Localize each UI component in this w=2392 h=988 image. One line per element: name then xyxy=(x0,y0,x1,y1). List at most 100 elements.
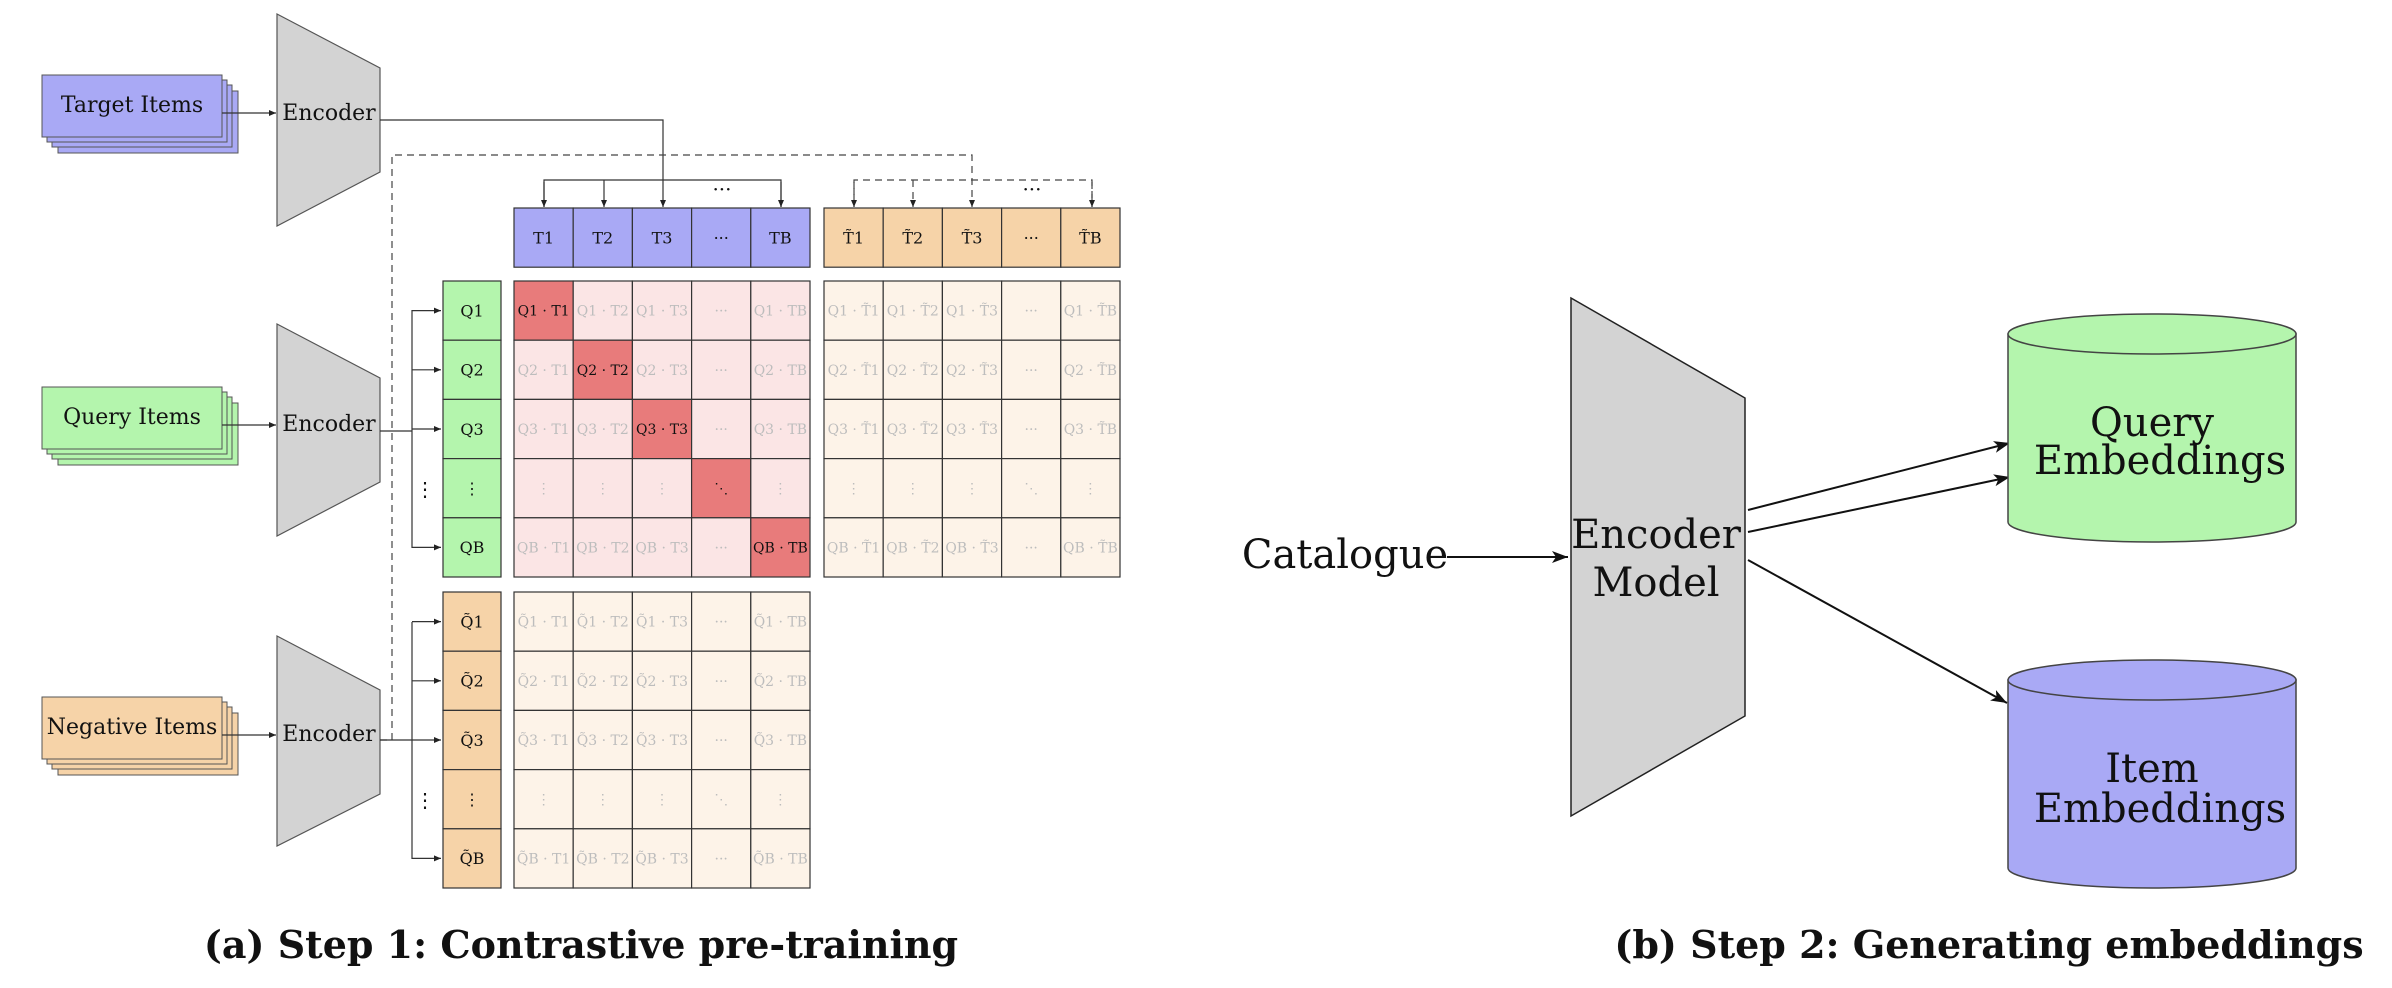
target-encoder-label: Encoder xyxy=(282,101,376,126)
neg-query-cell-label: Q̃1 xyxy=(460,612,483,631)
matrix-cell-label: ⋮ xyxy=(537,481,551,497)
diagonal-cell-label: Q2 · T2 xyxy=(577,363,629,379)
matrix-cell-label: ⋮ xyxy=(906,481,920,497)
matrix-cell-label: Q3 · T2 xyxy=(577,422,629,438)
matrix-cell-label: ⋮ xyxy=(655,792,669,808)
matrix-cell-label: ⋮ xyxy=(773,792,787,808)
matrix-cell-label: ⋮ xyxy=(596,481,610,497)
step1-caption: (a) Step 1: Contrastive pre-training xyxy=(204,922,958,967)
matrix-cell-label: QB · T3 xyxy=(635,540,688,556)
matrix-cell xyxy=(513,828,574,889)
matrix-cell-label: ⋱ xyxy=(714,792,728,808)
matrix-cell-label: ··· xyxy=(715,304,728,320)
neg-query-cell-label: ⋮ xyxy=(464,790,480,809)
target-items-label: Target Items xyxy=(61,93,203,118)
neg-target-header-cell-label: T̃3 xyxy=(962,228,983,247)
target-header-cell-label: TB xyxy=(769,228,791,247)
matrix-cell xyxy=(572,709,634,771)
matrix-cell-label: ··· xyxy=(1025,422,1038,438)
matrix-cell-label: QB · T̃2 xyxy=(886,539,939,557)
matrix-cell xyxy=(750,709,811,771)
matrix-cell-label: ··· xyxy=(715,733,728,749)
matrix-cell-label: ⋮ xyxy=(847,481,861,497)
matrix-cell-label: Q2 · T̃3 xyxy=(946,361,998,379)
matrix-cell xyxy=(750,768,811,830)
diagonal-cell-label: Q1 · T1 xyxy=(518,304,570,320)
matrix-cell xyxy=(941,339,1003,401)
matrix-cell xyxy=(631,650,693,712)
matrix-cell xyxy=(1060,458,1121,519)
diagonal-cell xyxy=(513,280,574,341)
query-cell-label: Q2 xyxy=(460,361,483,380)
matrix-cell-label: Q1 · T̃1 xyxy=(828,302,880,320)
matrix-cell-label: ··· xyxy=(715,540,728,556)
matrix-cell-label: ⋱ xyxy=(1024,481,1038,497)
matrix-cell xyxy=(690,828,752,889)
matrix-cell xyxy=(750,828,811,889)
matrix-cell xyxy=(572,650,634,712)
matrix-cell-label: Q2 · T3 xyxy=(636,363,688,379)
encoder-model-line2: Model xyxy=(1592,560,1719,606)
encoder-to-item-arrow xyxy=(1747,559,2008,704)
query-embeddings-line1: Query xyxy=(2090,400,2214,446)
query-encoder-label: Encoder xyxy=(282,412,376,437)
matrix-cell-label: Q1 · TB xyxy=(754,304,807,320)
matrix-cell-label: Q̃2 · TB xyxy=(754,672,807,690)
matrix-cell xyxy=(690,517,752,578)
target-header-dots: ··· xyxy=(712,177,731,201)
step2-panel: Catalogue Encoder Model Query Embeddings… xyxy=(1242,296,2364,967)
encoder-to-query-arrow-1 xyxy=(1747,441,2011,511)
matrix-cell xyxy=(882,517,944,578)
diagonal-cell xyxy=(690,458,752,519)
neg-target-header-cell-label: ··· xyxy=(1024,228,1039,247)
neg-query-cell xyxy=(442,828,502,889)
query-cell-label: ⋮ xyxy=(464,479,480,498)
matrix-cell-label: QB · T̃1 xyxy=(827,539,880,557)
matrix-cell-label: Q̃3 · TB xyxy=(754,731,807,749)
neg-query-cell xyxy=(442,591,502,652)
matrix-cell-label: Q̃1 · T1 xyxy=(518,613,570,631)
matrix-cell-label: ··· xyxy=(715,851,728,867)
matrix-cell xyxy=(631,517,693,578)
matrix-cell-label: ··· xyxy=(715,674,728,690)
matrix-cell-label: Q1 · T̃3 xyxy=(946,302,998,320)
query-cell xyxy=(442,280,502,341)
matrix-cell xyxy=(690,709,752,771)
neg-target-header-cell-label: T̃B xyxy=(1079,228,1101,247)
matrix-cell xyxy=(690,280,752,341)
matrix-cell xyxy=(750,458,811,519)
matrix-cell xyxy=(882,339,944,401)
matrix-cell-label: Q̃3 · T2 xyxy=(577,731,629,749)
target-header-cell-label: ··· xyxy=(714,228,729,247)
query-cell xyxy=(442,339,502,401)
matrix-cell xyxy=(572,768,634,830)
matrix-cell-label: Q̃1 · T2 xyxy=(577,613,629,631)
matrix-cell-label: Q1 · T̃2 xyxy=(887,302,939,320)
matrix-cell xyxy=(1060,339,1121,401)
encoder-model-line1: Encoder xyxy=(1571,512,1742,558)
matrix-cell xyxy=(882,398,944,460)
neg-query-cell xyxy=(442,709,502,771)
matrix-cell-label: Q̃2 · T2 xyxy=(577,672,629,690)
neg-query-column: Q̃1Q̃2Q̃3⋮Q̃B xyxy=(442,591,502,889)
item-embeddings-line1: Item xyxy=(2105,746,2198,792)
matrix-cell-label: QB · T̃B xyxy=(1063,539,1118,557)
matrix-cell-label: Q̃2 · T1 xyxy=(518,672,570,690)
matrix-cell xyxy=(823,339,884,401)
matrix-cell-label: Q2 · T̃2 xyxy=(887,361,939,379)
matrix-cell xyxy=(572,280,634,341)
matrix-cell xyxy=(1060,280,1121,341)
matrix-cell xyxy=(572,591,634,652)
matrix-cell xyxy=(513,339,574,401)
item-embeddings-line2: Embeddings xyxy=(2034,786,2286,832)
target-header-cell-label: T1 xyxy=(533,228,554,247)
query-items-stack: Query Items xyxy=(41,386,239,466)
neg-query-cell xyxy=(442,650,502,712)
target-encoder: Encoder xyxy=(276,13,381,227)
matrix-cell xyxy=(513,458,574,519)
catalogue-label: Catalogue xyxy=(1242,532,1448,578)
matrix-cell xyxy=(690,339,752,401)
query-vdots: ⋮ xyxy=(415,477,435,501)
